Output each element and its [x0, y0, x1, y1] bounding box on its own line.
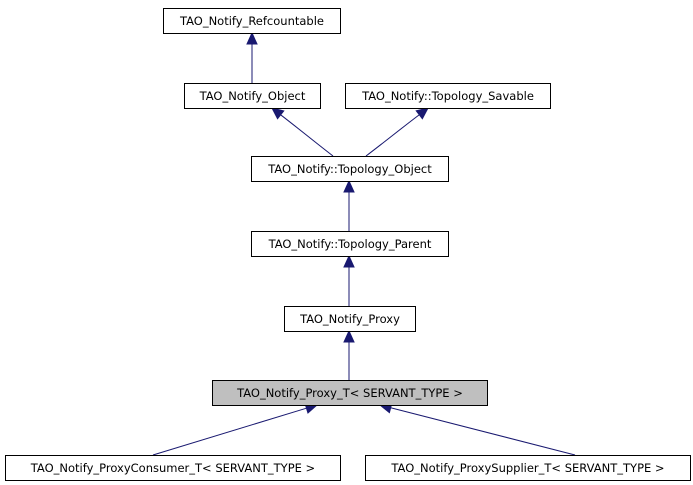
class-box[interactable]	[184, 83, 321, 109]
class-box[interactable]	[5, 455, 341, 481]
edge-topology_parent-to-topology_object	[343, 179, 355, 231]
class-box[interactable]	[251, 156, 449, 182]
class-node-refcountable[interactable]: TAO_Notify_Refcountable	[163, 8, 341, 34]
class-box[interactable]	[345, 83, 551, 109]
class-node-proxysupplier_t[interactable]: TAO_Notify_ProxySupplier_T< SERVANT_TYPE…	[365, 455, 691, 481]
inheritance-arrowhead-icon	[271, 107, 285, 120]
class-label: TAO_Notify_ProxyConsumer_T< SERVANT_TYPE…	[30, 461, 315, 475]
class-node-proxy_t: TAO_Notify_Proxy_T< SERVANT_TYPE >	[212, 380, 488, 406]
class-box	[212, 380, 488, 406]
edge-topology_object-to-topology_savable	[365, 107, 429, 157]
class-label: TAO_Notify_Proxy	[299, 312, 400, 326]
inheritance-arrowhead-icon	[343, 254, 355, 268]
edge-proxyconsumer_t-to-proxy_t	[152, 402, 319, 456]
class-label: TAO_Notify::Topology_Object	[267, 162, 432, 176]
class-label: TAO_Notify_Proxy_T< SERVANT_TYPE >	[236, 386, 463, 400]
class-node-proxy[interactable]: TAO_Notify_Proxy	[284, 306, 416, 332]
class-box[interactable]	[365, 455, 691, 481]
edge-line	[365, 114, 420, 157]
edge-proxy-to-topology_parent	[343, 254, 355, 306]
class-node-topology_parent[interactable]: TAO_Notify::Topology_Parent	[251, 231, 449, 257]
class-label: TAO_Notify_ProxySupplier_T< SERVANT_TYPE…	[390, 461, 664, 475]
class-label: TAO_Notify_Refcountable	[179, 14, 324, 28]
class-box[interactable]	[163, 8, 341, 34]
inheritance-arrowhead-icon	[415, 107, 429, 120]
edge-object-to-refcountable	[246, 31, 258, 83]
inheritance-arrowhead-icon	[343, 329, 355, 343]
inheritance-arrowhead-icon	[343, 179, 355, 193]
edge-topology_object-to-object	[271, 107, 334, 157]
inheritance-arrowhead-icon	[246, 31, 258, 45]
class-node-object[interactable]: TAO_Notify_Object	[184, 83, 321, 109]
edge-proxy_t-to-proxy	[343, 329, 355, 380]
class-node-proxyconsumer_t[interactable]: TAO_Notify_ProxyConsumer_T< SERVANT_TYPE…	[5, 455, 341, 481]
edge-line	[152, 407, 307, 456]
class-node-topology_object[interactable]: TAO_Notify::Topology_Object	[251, 156, 449, 182]
edge-line	[390, 407, 576, 456]
nodes-layer: TAO_Notify_RefcountableTAO_Notify_Object…	[5, 8, 691, 481]
class-label: TAO_Notify::Topology_Savable	[361, 89, 534, 103]
class-label: TAO_Notify_Object	[199, 89, 306, 103]
edge-proxysupplier_t-to-proxy_t	[378, 402, 576, 456]
class-label: TAO_Notify::Topology_Parent	[268, 237, 432, 251]
class-node-topology_savable[interactable]: TAO_Notify::Topology_Savable	[345, 83, 551, 109]
class-box[interactable]	[251, 231, 449, 257]
edge-line	[280, 114, 334, 157]
class-box[interactable]	[284, 306, 416, 332]
